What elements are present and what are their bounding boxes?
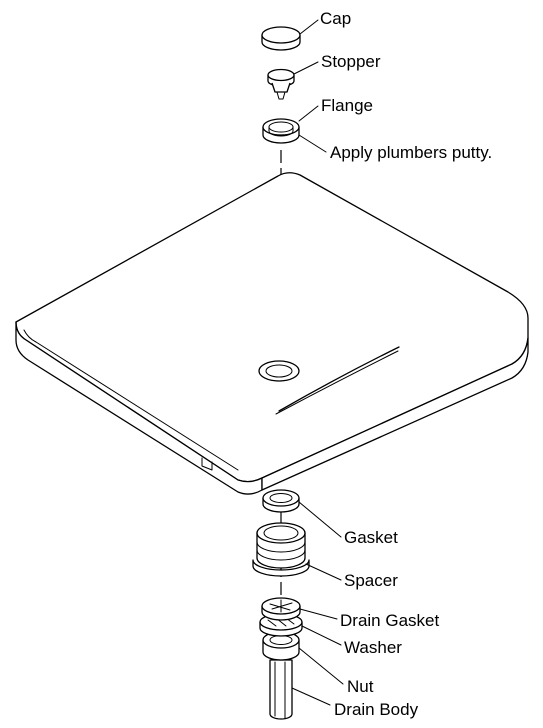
gasket-leader bbox=[298, 501, 342, 538]
drain-gasket-leader bbox=[299, 608, 338, 620]
spacer-label: Spacer bbox=[344, 571, 398, 590]
flange-part bbox=[262, 118, 300, 144]
nut-label: Nut bbox=[347, 677, 374, 696]
gasket-part bbox=[262, 489, 300, 513]
flange-leader bbox=[298, 105, 319, 122]
stopper-leader bbox=[293, 61, 319, 75]
flange-label: Flange bbox=[321, 96, 373, 115]
spacer-leader bbox=[305, 563, 342, 581]
gasket-label: Gasket bbox=[344, 528, 398, 547]
drain-body-label: Drain Body bbox=[334, 700, 419, 719]
drain-gasket-part bbox=[261, 597, 301, 621]
basin-top bbox=[15, 172, 529, 495]
spacer-part bbox=[252, 522, 310, 577]
putty-label: Apply plumbers putty. bbox=[330, 143, 492, 162]
washer-label: Washer bbox=[344, 638, 402, 657]
washer-leader bbox=[301, 625, 342, 646]
cap-leader bbox=[299, 19, 319, 35]
putty-leader bbox=[298, 134, 327, 153]
drain-gasket-label: Drain Gasket bbox=[340, 611, 439, 630]
drain-body-leader bbox=[291, 687, 331, 706]
nut-leader bbox=[298, 647, 344, 685]
drain-body-part bbox=[269, 659, 293, 720]
cap-label: Cap bbox=[320, 9, 351, 28]
nut-part bbox=[262, 631, 300, 661]
stopper-label: Stopper bbox=[321, 52, 381, 71]
stopper-part bbox=[267, 68, 295, 100]
cap-part bbox=[261, 26, 301, 51]
